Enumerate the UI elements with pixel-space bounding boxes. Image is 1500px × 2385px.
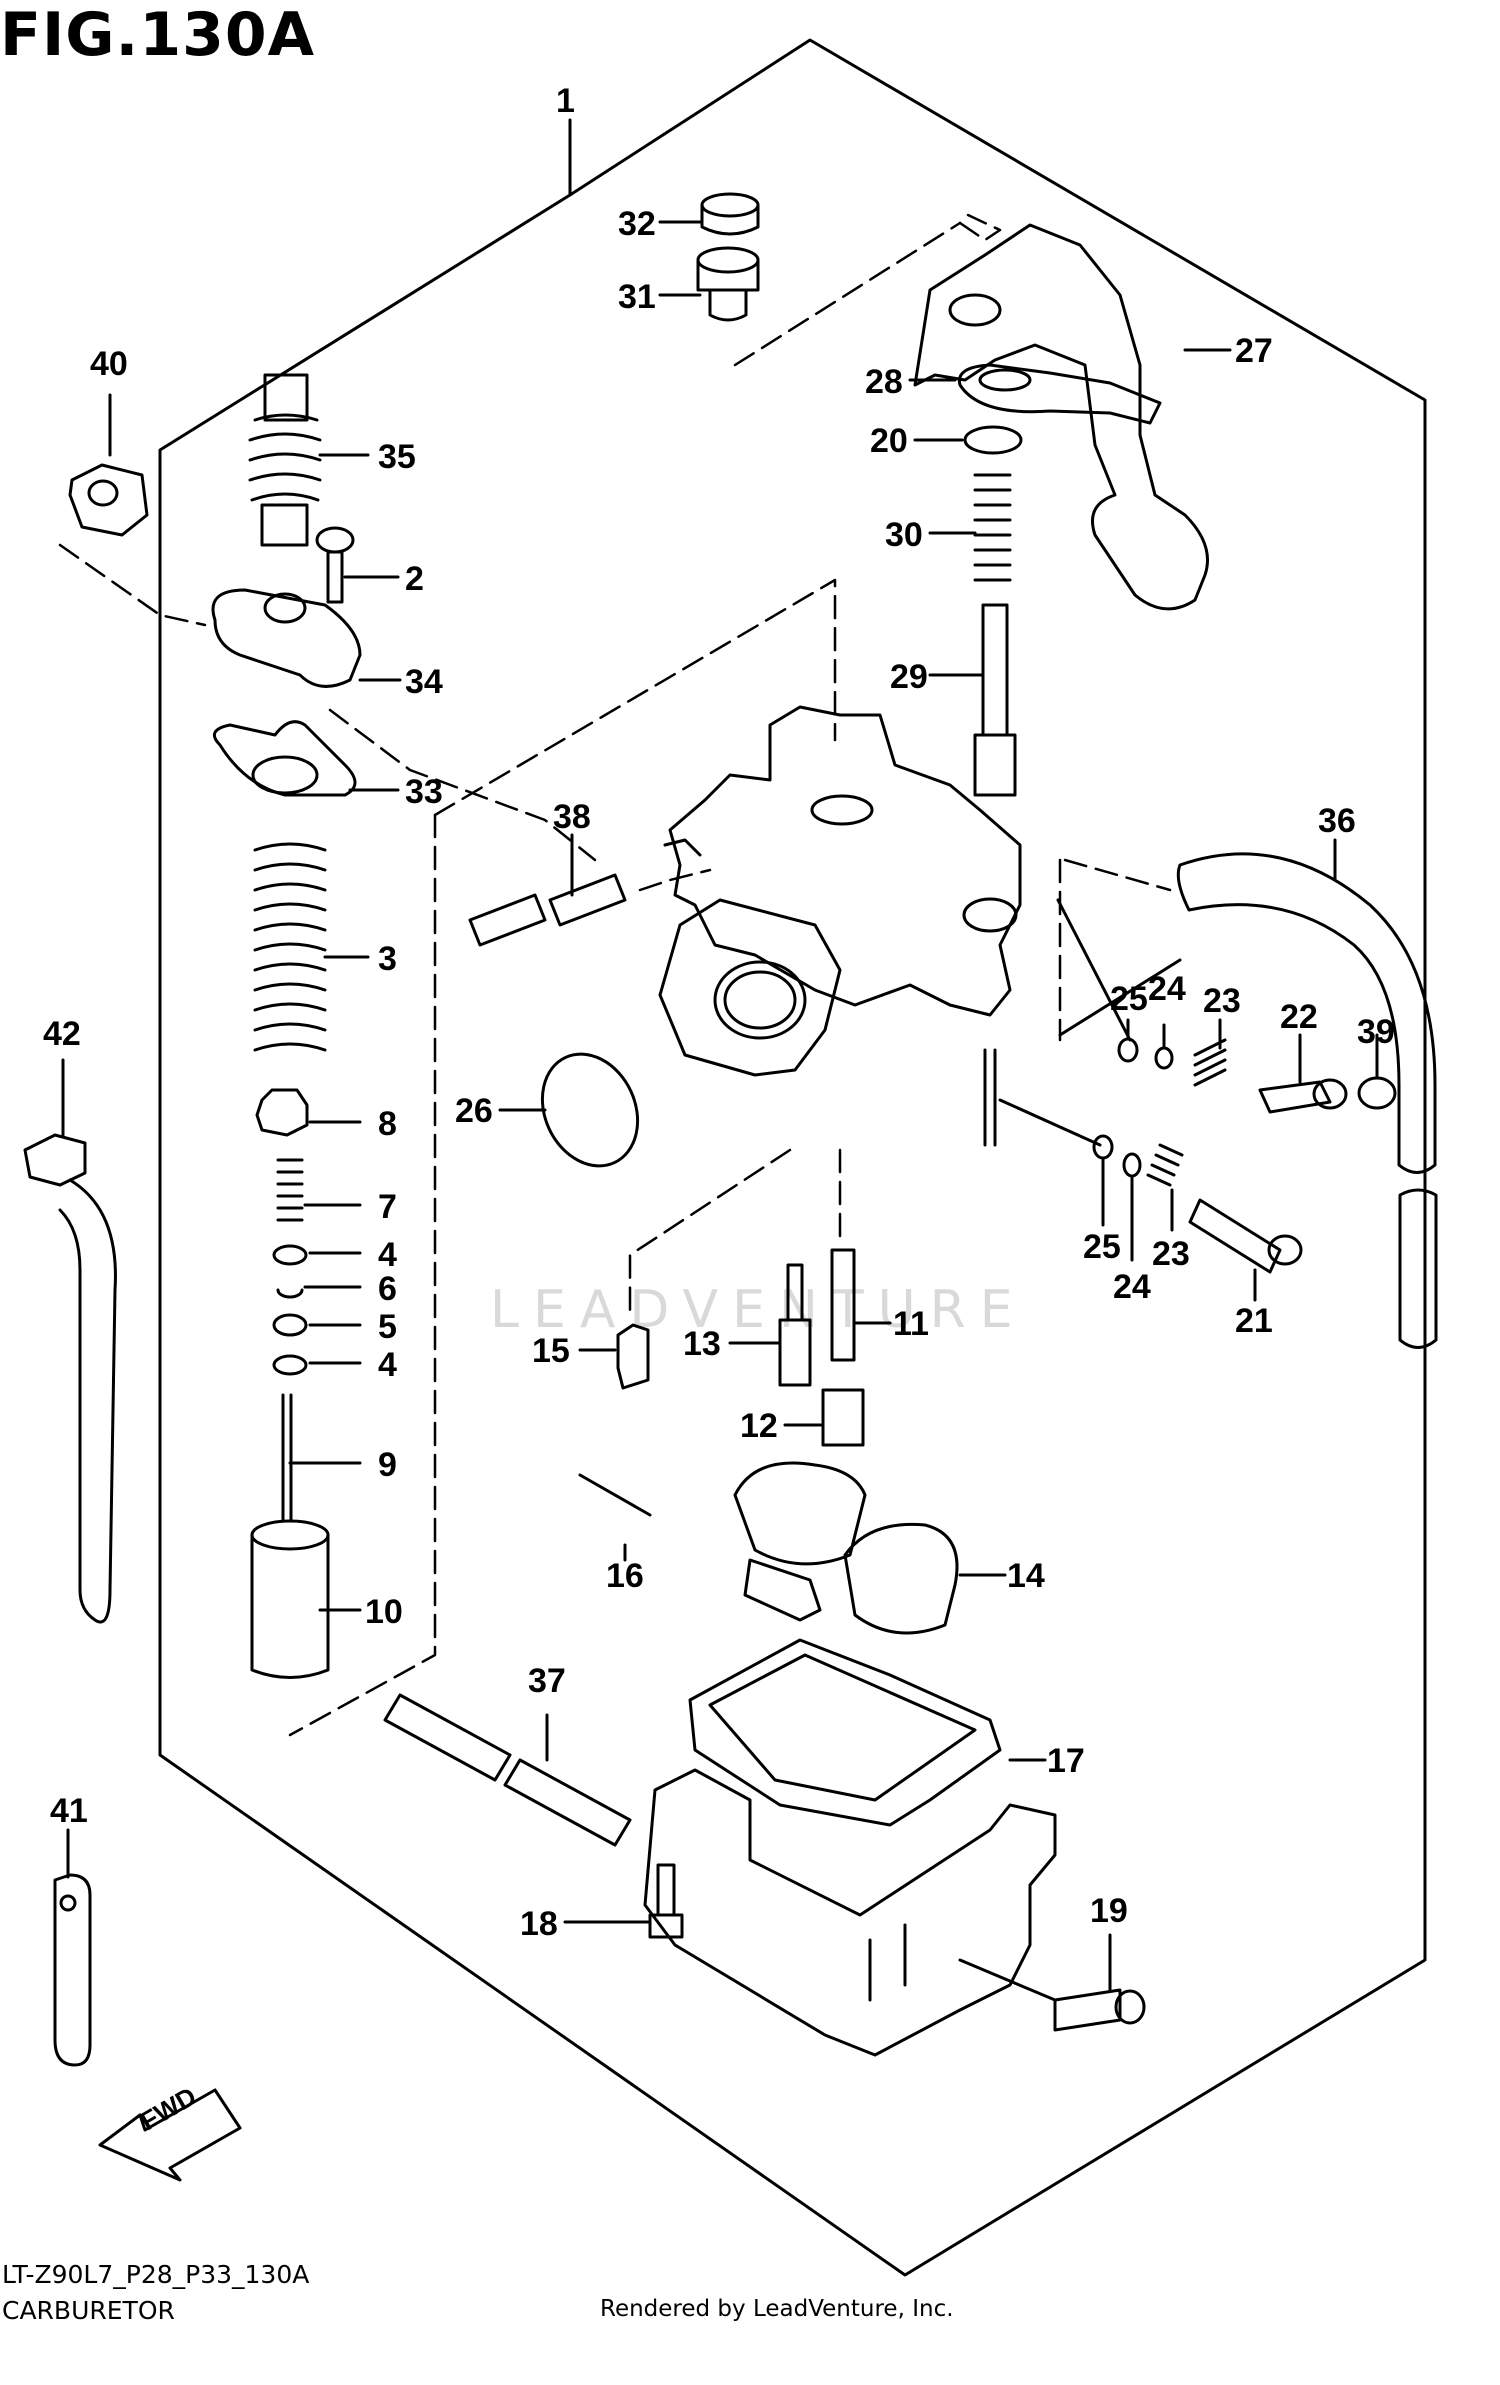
callout-27: 27 <box>1235 332 1273 370</box>
callout-33: 33 <box>405 773 443 811</box>
callout-14: 14 <box>1007 1557 1045 1595</box>
rubber-boot-part-35 <box>248 373 370 547</box>
callout-29: 29 <box>890 658 928 696</box>
plunger-part-29 <box>928 603 1017 797</box>
throttle-valve-part-10 <box>250 1519 362 1679</box>
callout-4b: 4 <box>378 1346 397 1384</box>
callout-23b: 23 <box>1152 1235 1190 1273</box>
callout-7: 7 <box>378 1188 397 1226</box>
callout-17: 17 <box>1047 1742 1085 1780</box>
callout-15: 15 <box>532 1332 570 1370</box>
plug-part-31 <box>658 246 760 322</box>
nut-part-40 <box>68 393 149 537</box>
callout-34: 34 <box>405 663 443 701</box>
callout-39: 39 <box>1357 1013 1395 1051</box>
callout-25b: 25 <box>1083 1228 1121 1266</box>
gasket-part-17 <box>688 1638 1047 1827</box>
callout-40: 40 <box>90 345 128 383</box>
callout-12: 12 <box>740 1407 778 1445</box>
o-ring-part-26 <box>498 1052 640 1168</box>
callout-37: 37 <box>528 1662 566 1700</box>
callout-24a: 24 <box>1148 970 1186 1008</box>
float-part-14 <box>733 1461 1007 1635</box>
callout-25a: 25 <box>1110 980 1148 1018</box>
retainer-part-8 <box>255 1088 362 1137</box>
callout-32: 32 <box>618 205 656 243</box>
callout-42: 42 <box>43 1015 81 1053</box>
tube-part-38 <box>468 833 627 947</box>
clip-part-41 <box>53 1828 92 2067</box>
cable-tie-part-42 <box>23 1058 117 1624</box>
choke-lever-part-27 <box>913 223 1232 611</box>
callout-30: 30 <box>885 516 923 554</box>
diagram-caption: CARBURETOR <box>2 2296 175 2325</box>
callout-11: 11 <box>893 1305 929 1343</box>
jet-needle-part-9 <box>281 1393 362 1522</box>
callout-8: 8 <box>378 1105 397 1143</box>
callout-21: 21 <box>1235 1302 1273 1340</box>
callout-36: 36 <box>1318 802 1356 840</box>
washers-clips-parts-4-5-6 <box>272 1244 362 1376</box>
callout-10: 10 <box>365 1593 403 1631</box>
spring-part-3 <box>253 842 370 1052</box>
callout-6: 6 <box>378 1270 397 1308</box>
callout-22: 22 <box>1280 998 1318 1036</box>
drain-screw-part-19 <box>958 1933 1146 2032</box>
rendered-by-credit: Rendered by LeadVenture, Inc. <box>600 2296 954 2322</box>
small-spring-part-7 <box>276 1158 362 1222</box>
assembly-boundary <box>158 38 1427 2277</box>
spring-part-30 <box>928 473 1012 582</box>
float-pin-part-16 <box>578 1473 652 1562</box>
callout-35: 35 <box>378 438 416 476</box>
callout-9: 9 <box>378 1446 397 1484</box>
screw-part-18 <box>563 1863 684 1939</box>
callout-16: 16 <box>606 1557 644 1595</box>
o-ring-part-20 <box>913 425 1023 455</box>
callout-28: 28 <box>865 363 903 401</box>
callout-41: 41 <box>50 1792 88 1830</box>
jet-part-15 <box>578 1323 650 1390</box>
figure-title: FIG.130A <box>0 0 316 70</box>
pilot-screw-set-upper <box>1117 1018 1397 1114</box>
callout-23a: 23 <box>1203 982 1241 1020</box>
float-bowl <box>643 1768 1057 2057</box>
callout-2: 2 <box>405 560 424 598</box>
carburetor-body-part-1 <box>658 705 1022 1147</box>
callout-38: 38 <box>553 798 591 836</box>
fwd-arrow <box>98 2088 242 2182</box>
top-cap-part-34 <box>211 588 402 688</box>
jet-part-13 <box>728 1263 812 1387</box>
main-jet-part-12 <box>783 1388 865 1447</box>
gasket-part-33 <box>212 720 400 797</box>
callout-20: 20 <box>870 422 908 460</box>
callout-1: 1 <box>556 82 575 120</box>
callout-24b: 24 <box>1113 1268 1151 1306</box>
reference-code: LT-Z90L7_P28_P33_130A <box>2 2260 310 2289</box>
callout-19: 19 <box>1090 1892 1128 1930</box>
pilot-screw-set-lower <box>1092 1134 1303 1302</box>
callout-5: 5 <box>378 1308 397 1346</box>
callout-4a: 4 <box>378 1236 397 1274</box>
callout-18: 18 <box>520 1905 558 1943</box>
callout-13: 13 <box>683 1325 721 1363</box>
cap-part-32 <box>658 192 760 236</box>
tube-part-37 <box>383 1693 632 1847</box>
watermark-text: LEADVENTURE <box>490 1280 1027 1340</box>
plate-part-28 <box>908 363 1162 425</box>
emulsion-tube-part-11 <box>830 1248 892 1362</box>
hose-part-36 <box>1176 838 1438 1349</box>
callout-3: 3 <box>378 940 397 978</box>
screw-part-2 <box>315 526 400 604</box>
callout-26: 26 <box>455 1092 493 1130</box>
callout-31: 31 <box>618 278 656 316</box>
